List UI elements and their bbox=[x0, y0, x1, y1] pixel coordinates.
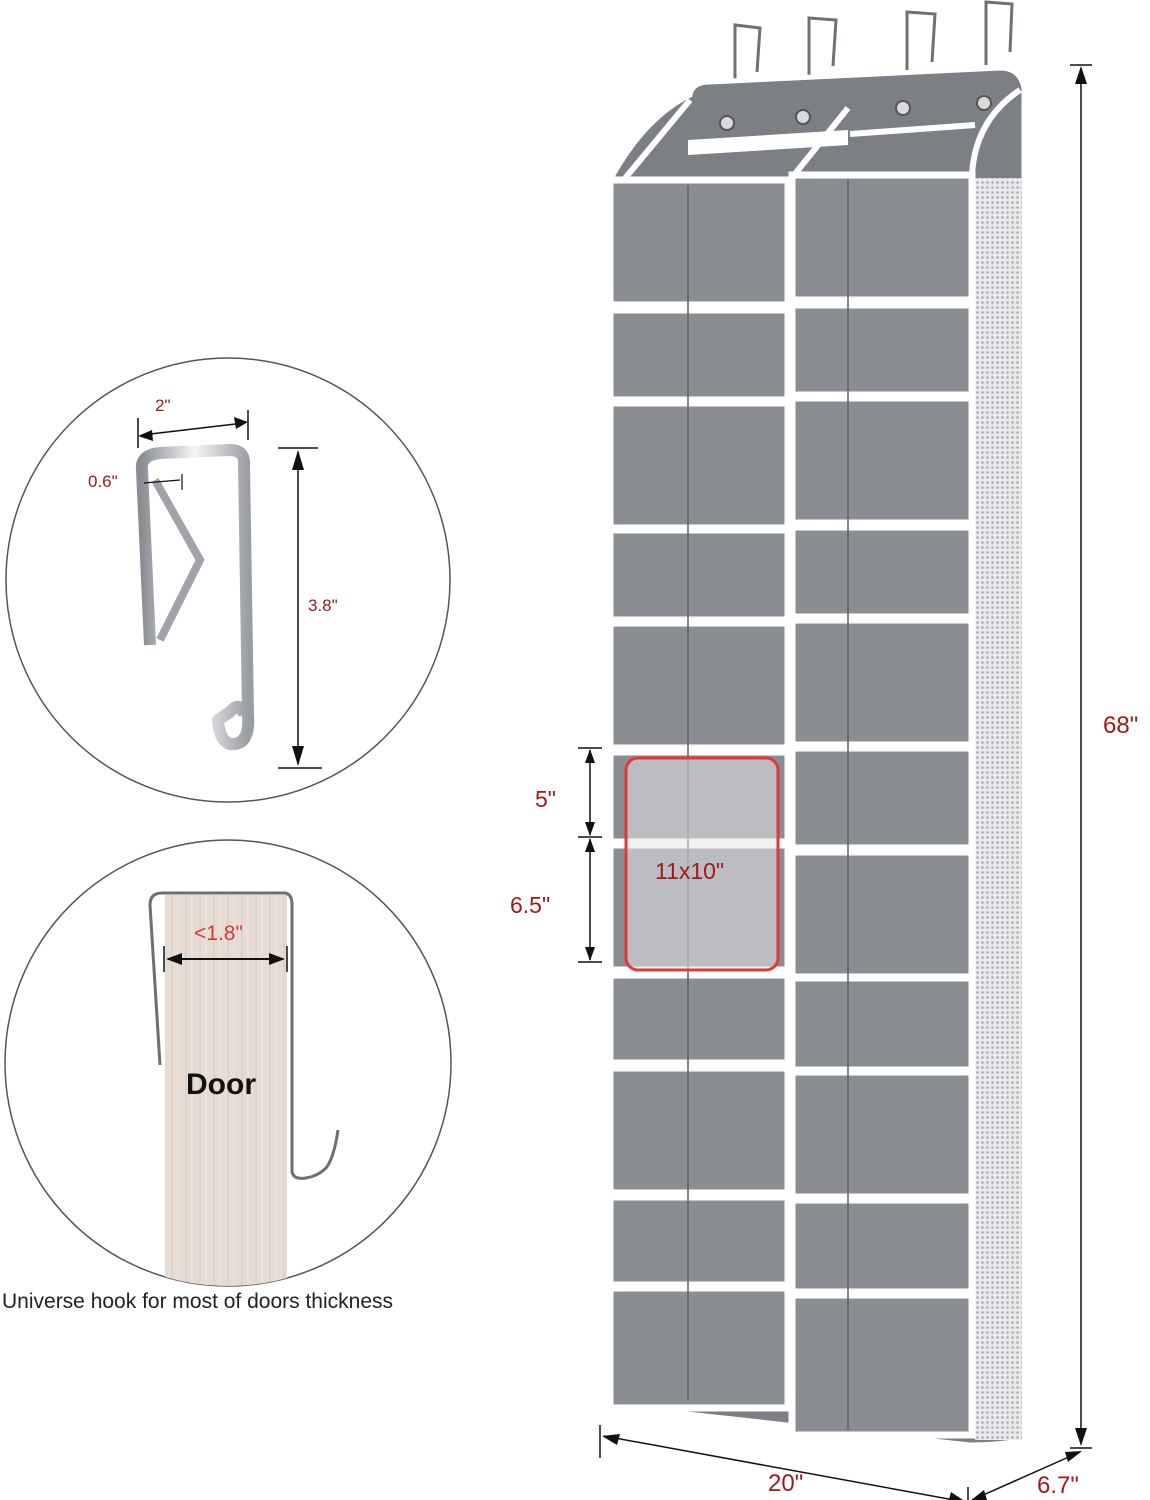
hook-detail-circle bbox=[5, 357, 451, 803]
door-thickness-label: <1.8" bbox=[194, 922, 243, 945]
door-detail-circle bbox=[4, 839, 452, 1287]
pocket-back-height-label: 6.5" bbox=[510, 892, 551, 918]
organizer bbox=[602, 0, 1027, 1448]
width-label: 20" bbox=[768, 1470, 804, 1497]
door-icon bbox=[165, 895, 287, 1286]
pocket-grid bbox=[606, 171, 976, 1439]
pocket-front-height-label: 5" bbox=[535, 786, 556, 812]
caption: Universe hook for most of doors thicknes… bbox=[2, 1290, 394, 1313]
height-label: 68" bbox=[1103, 712, 1139, 739]
grommets bbox=[719, 95, 992, 131]
top-hooks bbox=[733, 0, 1014, 80]
highlighted-pocket bbox=[624, 756, 780, 972]
hook-icon bbox=[135, 444, 255, 751]
depth-label: 6.7" bbox=[1037, 1472, 1079, 1499]
hook-width-label: 2" bbox=[155, 396, 171, 415]
door-label: Door bbox=[186, 1068, 256, 1101]
door-hook-icon bbox=[148, 891, 340, 1180]
hook-gap-label: 0.6" bbox=[88, 472, 118, 491]
pocket-size-label: 11x10" bbox=[655, 858, 725, 884]
dimension-lines bbox=[578, 64, 1092, 1500]
hook-height-label: 3.8" bbox=[308, 596, 338, 615]
